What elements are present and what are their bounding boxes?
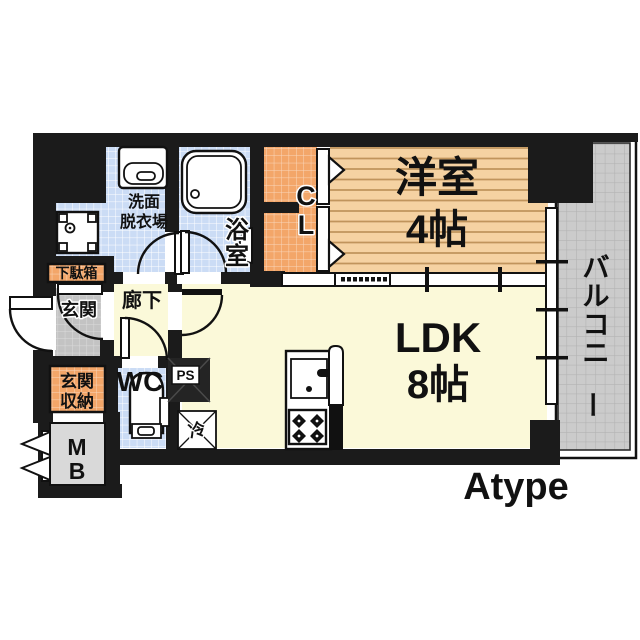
bathtub-icon — [180, 149, 248, 215]
balcony-label: バルコニー — [577, 253, 610, 418]
western-room-label: 洋室 — [395, 154, 479, 201]
sliding-door-dashes — [341, 277, 387, 282]
western-room-floor — [330, 147, 548, 273]
western-room-size: 4帖 — [406, 208, 468, 252]
toilet-icon — [128, 371, 170, 439]
western-room-sliding-door — [281, 267, 547, 292]
shoe-cabinet-label: 下駄箱 — [56, 265, 98, 281]
kitchen-partition — [328, 345, 344, 406]
shoe-cabinet-box: 下駄箱 — [46, 262, 107, 284]
wc-label: WC — [117, 366, 164, 397]
entrance-storage-label-2: 収納 — [60, 391, 94, 411]
balcony-floor — [557, 142, 631, 451]
ldk-label: LDK — [395, 314, 481, 361]
refrigerator-space: 冷 — [177, 410, 217, 450]
bathroom-label: 浴室 — [225, 217, 250, 270]
entrance-floor — [55, 288, 102, 356]
washroom-label-1: 洗面 — [128, 192, 160, 211]
kitchen-sink-icon — [290, 358, 328, 399]
pipe-space-box: PS — [167, 357, 211, 403]
closet-door-triangle-icon — [327, 154, 346, 186]
washbasin-icon — [117, 145, 169, 190]
shower-icon — [238, 226, 253, 265]
washing-machine-pan-icon — [55, 210, 100, 255]
ldk-floor — [182, 284, 547, 448]
plan-type-label: Atype — [463, 466, 569, 508]
washroom-label-2: 脱衣場 — [120, 212, 168, 231]
entrance-storage-box: 玄関 収納 — [48, 364, 107, 414]
entrance-storage-label-1: 玄関 — [60, 371, 94, 391]
bathroom-door — [180, 230, 228, 274]
entrance-label: 玄関 — [61, 299, 97, 320]
hallway-label: 廊下 — [122, 288, 162, 312]
closet-door-triangle-icon — [327, 238, 346, 270]
front-door — [8, 296, 53, 353]
wc-door — [120, 316, 169, 361]
balcony-window — [536, 207, 568, 405]
stove-icon — [287, 408, 328, 446]
pipe-space-label: PS — [176, 368, 194, 383]
ldk-size: 8帖 — [407, 363, 469, 407]
kitchen-counter — [284, 345, 344, 451]
walls — [33, 133, 638, 498]
entrance-inner-door — [56, 283, 104, 341]
closet-folding-doors — [316, 148, 346, 272]
ldk-door — [181, 289, 224, 337]
